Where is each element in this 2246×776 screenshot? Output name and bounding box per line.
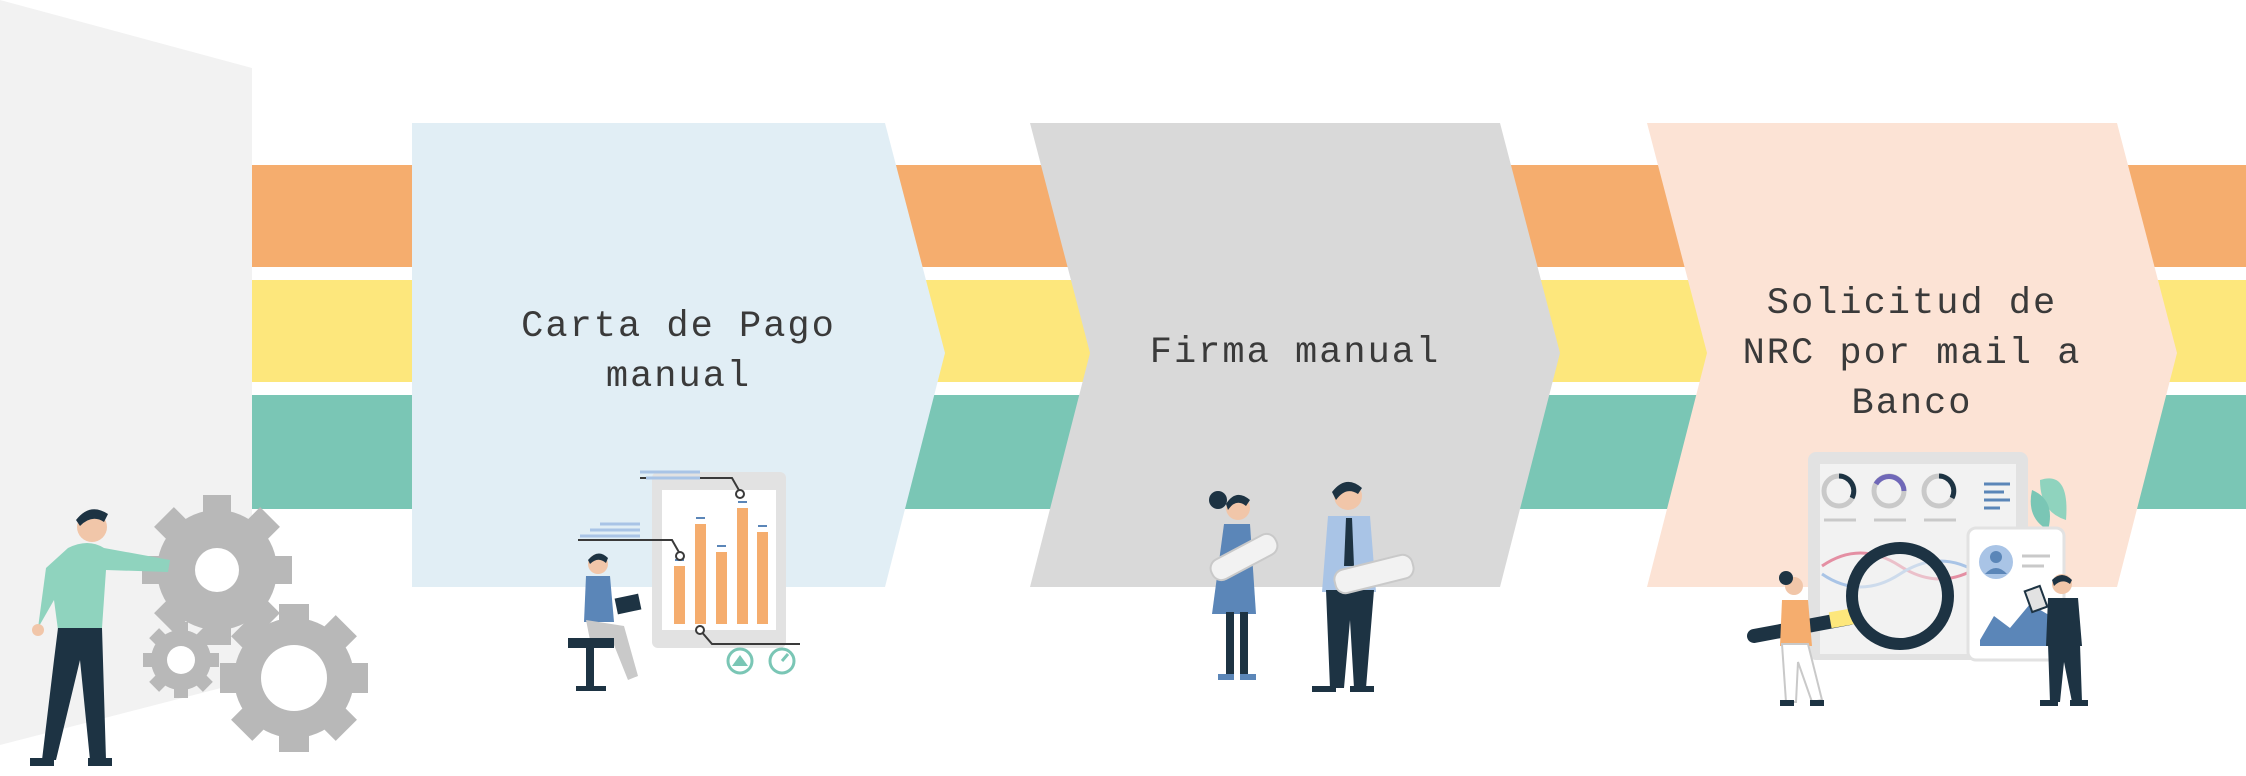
step-label-line: manual: [605, 356, 752, 398]
data-analysis-magnifier-icon: [1747, 452, 2088, 706]
step-label-solicitud-nrc: Solicitud de NRC por mail a Banco: [1647, 279, 2177, 429]
step-label-line: Banco: [1851, 383, 1973, 425]
step-chevron-2: [1030, 123, 1560, 587]
bar-chart-analyst-icon: [568, 470, 800, 691]
step-label-firma-manual: Firma manual: [1030, 328, 1560, 378]
business-meeting-icon: [1209, 481, 1415, 692]
step-label-line: NRC por mail a: [1742, 333, 2082, 375]
step-chevron-3: [1647, 123, 2177, 587]
gears-worker-icon: [30, 495, 368, 766]
step-label-carta-de-pago: Carta de Pago manual: [412, 302, 945, 402]
step-label-line: Carta de Pago: [521, 306, 836, 348]
step-chevron-1: [412, 123, 945, 587]
step-label-line: Solicitud de: [1766, 283, 2058, 325]
step-label-line: Firma manual: [1149, 332, 1441, 374]
